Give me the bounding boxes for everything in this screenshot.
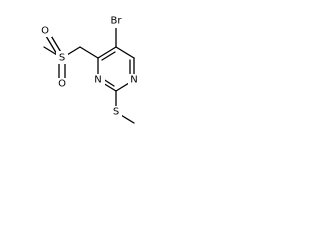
atom-sulfonyl-oxygen-upper: O: [38, 24, 52, 37]
atom-bromine: Br: [107, 15, 125, 28]
atom-sulfonyl-oxygen-lower: O: [55, 78, 69, 91]
bromine-label: Br: [111, 16, 123, 27]
sulfonyl-oxygen-lower-label: O: [58, 79, 66, 90]
atom-label-layer: Br S O O N N S: [38, 15, 141, 119]
ring-nitrogen-1-label: N: [130, 75, 137, 86]
bond-c5-c6: [115, 46, 135, 59]
bond-s-o-upper-b: [49, 33, 63, 55]
sulfonyl-sulfur-label: S: [59, 53, 65, 64]
atom-sulfonyl-sulfur: S: [56, 51, 68, 64]
ring-nitrogen-3-label: N: [94, 75, 101, 86]
sulfonyl-oxygen-upper-label: O: [41, 26, 49, 37]
atom-thioether-sulfur: S: [110, 106, 122, 119]
bond-c4-c5: [97, 46, 117, 59]
atom-ring-nitrogen-1: N: [128, 74, 141, 87]
chemical-structure-diagram: Br S O O N N S: [38, 15, 141, 124]
atom-ring-nitrogen-3: N: [92, 74, 105, 87]
bond-c4-c5-double: [101, 51, 116, 61]
thioether-sulfur-label: S: [113, 107, 119, 118]
bond-layer: [43, 25, 135, 124]
bond-c4-ch2: [79, 46, 99, 59]
